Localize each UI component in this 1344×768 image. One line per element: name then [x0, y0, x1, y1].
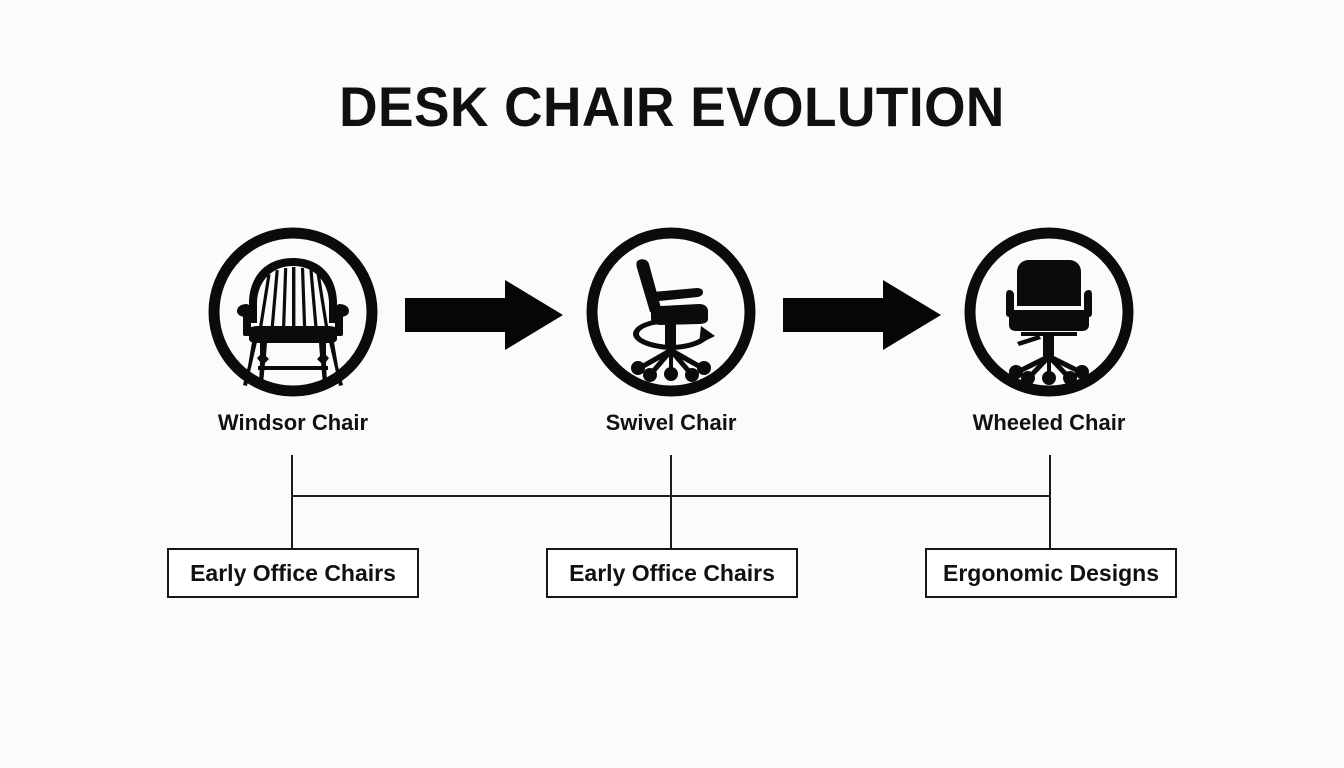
evolution-arrow-1	[405, 278, 565, 352]
right-arrow-icon	[405, 280, 563, 350]
stage-node-swivel[interactable]: Swivel Chair	[581, 222, 761, 435]
windsor-chair-circle	[203, 222, 383, 402]
connector-line-wheeled	[1049, 455, 1051, 548]
category-box-label: Early Office Chairs	[190, 559, 396, 586]
stage-node-windsor[interactable]: Windsor Chair	[203, 222, 383, 435]
wheeled-chair-icon	[964, 227, 1134, 397]
connector-line-windsor	[291, 455, 293, 548]
stage-label-swivel: Swivel Chair	[605, 410, 737, 435]
wheeled-chair-circle	[959, 222, 1139, 402]
swivel-chair-icon	[586, 227, 756, 397]
category-box-label: Ergonomic Designs	[943, 559, 1159, 586]
evolution-arrow-2	[783, 278, 943, 352]
category-box-ergonomic-designs[interactable]: Ergonomic Designs	[925, 548, 1177, 598]
stage-label-wheeled: Wheeled Chair	[972, 410, 1126, 435]
stage-node-wheeled[interactable]: Wheeled Chair	[959, 222, 1139, 435]
connector-line-swivel	[670, 455, 672, 548]
connector-rail	[291, 495, 1051, 497]
right-arrow-icon	[783, 280, 941, 350]
page-title: DESK CHAIR EVOLUTION	[339, 75, 1005, 138]
category-box-early-office-chairs-2[interactable]: Early Office Chairs	[546, 548, 798, 598]
windsor-chair-icon	[208, 227, 378, 397]
category-box-early-office-chairs-1[interactable]: Early Office Chairs	[167, 548, 419, 598]
stage-label-windsor: Windsor Chair	[217, 410, 369, 435]
swivel-chair-circle	[581, 222, 761, 402]
category-box-label: Early Office Chairs	[569, 559, 775, 586]
